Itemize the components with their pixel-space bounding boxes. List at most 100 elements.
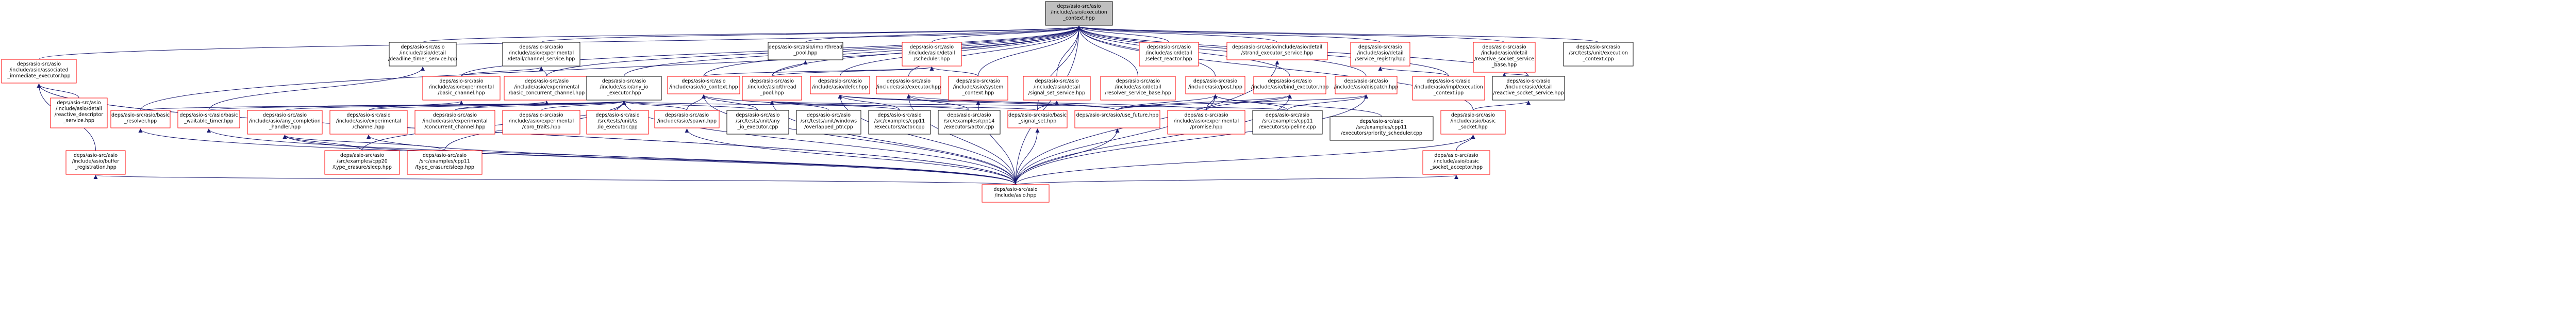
edge-thread-pool-to-scheduler	[772, 67, 934, 77]
node-thread-pool-impl[interactable]: deps/asio-src/asio/impl/thread_pool.hpp	[768, 42, 843, 60]
node-assoc-imm[interactable]: deps/asio-src/asio/include/asio/associat…	[1, 59, 77, 84]
edge-use-future-to-post	[1117, 94, 1218, 111]
edge-asio-hpp-to-post	[1015, 94, 1218, 185]
node-label-line: deps/asio-src/asio	[1434, 153, 1478, 158]
node-box	[110, 110, 171, 128]
node-unit-win-ov[interactable]: deps/asio-src/asio/src/tests/unit/window…	[796, 110, 861, 135]
node-box	[876, 76, 941, 94]
edge-cpp14-actor-to-executor	[906, 94, 970, 111]
node-exp-cchannel[interactable]: deps/asio-src/asio/include/asio/experime…	[414, 110, 495, 135]
node-exp-promise[interactable]: deps/asio-src/asio/include/asio/experime…	[1167, 110, 1245, 135]
node-label-line: deps/asio-src/asio/use_future.hpp	[1076, 112, 1159, 118]
node-io-context[interactable]: deps/asio-src/asio/include/asio/io_conte…	[667, 76, 740, 94]
node-label-line: /coro_traits.hpp	[522, 124, 560, 130]
edge-asio-hpp-to-basic-acceptor	[1015, 175, 1458, 185]
node-box	[247, 110, 323, 135]
node-defer[interactable]: deps/asio-src/asio/include/asio/defer.hp…	[810, 76, 870, 94]
node-bind-exec[interactable]: deps/asio-src/asio/include/asio/bind_exe…	[1251, 76, 1328, 94]
node-reactive-desc[interactable]: deps/asio-src/asio/include/asio/detail/r…	[50, 97, 108, 128]
node-label-line: deps/asio-src/asio/impl/thread	[769, 44, 842, 50]
node-label-line: deps/asio-src/asio	[1506, 78, 1550, 84]
edge-cpp11-pipeline-to-dispatch	[1287, 94, 1368, 111]
node-basic-resolver[interactable]: deps/asio-src/asio/basic_resolver.hpp	[110, 110, 171, 128]
edge-reactive-sock-to-reactive-acc	[1502, 73, 1529, 77]
node-cpp20-sleep[interactable]: deps/asio-src/asio/src/examples/cpp20/ty…	[324, 150, 400, 175]
edge-cpp11-sleep-to-any-completion	[282, 135, 445, 151]
node-label-line: /include/asio/detail	[1115, 85, 1161, 90]
node-label-line: /channel.hpp	[353, 124, 385, 130]
node-box	[65, 150, 126, 175]
node-executor[interactable]: deps/asio-src/asio/include/asio/executor…	[876, 76, 941, 94]
node-cpp11-actor[interactable]: deps/asio-src/asio/src/examples/cpp11/ex…	[868, 110, 931, 135]
node-select-reactor[interactable]: deps/asio-src/asio/include/asio/detail/s…	[1139, 42, 1199, 67]
node-label-line: deps/asio-src/asio	[433, 112, 477, 118]
node-label-line: /include/asio/basic	[1434, 159, 1479, 165]
node-label-line: deps/asio-src/asio	[1358, 44, 1402, 50]
node-exp-ch-serv[interactable]: deps/asio-src/asio/include/asio/experime…	[502, 42, 580, 67]
node-buffer-reg[interactable]: deps/asio-src/asio/include/asio/buffer_r…	[65, 150, 126, 175]
node-basic-signal[interactable]: deps/asio-src/asio/basic_signal_set.hpp	[1007, 110, 1068, 128]
node-box	[1167, 110, 1245, 135]
node-reactive-sock[interactable]: deps/asio-src/asio/include/asio/detail/r…	[1492, 76, 1565, 101]
node-scheduler[interactable]: deps/asio-src/asio/include/asio/detail/s…	[902, 42, 962, 67]
node-label-line: /resolver_service_base.hpp	[1105, 90, 1171, 96]
node-spawn[interactable]: deps/asio-src/asio/include/asio/spawn.hp…	[654, 110, 720, 128]
node-dispatch[interactable]: deps/asio-src/asio/include/asio/dispatch…	[1334, 76, 1399, 94]
node-impl-exec-ctx[interactable]: deps/asio-src/asio/include/asio/impl/exe…	[1412, 76, 1485, 101]
node-box	[1023, 76, 1091, 101]
node-resolver-serv[interactable]: deps/asio-src/asio/include/asio/detail/r…	[1100, 76, 1176, 101]
node-basic-waitable[interactable]: deps/asio-src/asio/basic_waitable_timer.…	[177, 110, 240, 128]
node-deadline[interactable]: deps/asio-src/asio/include/asio/detail/d…	[388, 42, 457, 67]
node-label-line: /src/examples/cpp14	[944, 119, 995, 124]
node-box	[586, 110, 649, 135]
node-asio-hpp[interactable]: deps/asio-src/asio/include/asio.hpp	[982, 184, 1050, 203]
edge-io-context-to-root	[703, 26, 1081, 77]
node-strand-exec[interactable]: deps/asio-src/asio/include/asio/detail/s…	[1226, 42, 1328, 60]
node-label-line: deps/asio-src/asio	[519, 112, 563, 118]
node-label-line: /include/asio/experimental	[429, 85, 494, 90]
edge-any-io-exec-to-root	[624, 26, 1081, 77]
node-post[interactable]: deps/asio-src/asio/include/asio/post.hpp	[1185, 76, 1245, 94]
node-reactive-acc[interactable]: deps/asio-src/asio/include/asio/detail/r…	[1473, 42, 1536, 73]
node-label-line: deps/asio-src/asio	[1344, 78, 1388, 84]
node-unit-exec-ctx[interactable]: deps/asio-src/asio/src/tests/unit/execut…	[1563, 42, 1634, 67]
node-service-reg[interactable]: deps/asio-src/asio/include/asio/detail/s…	[1350, 42, 1410, 67]
node-unit-ts-io[interactable]: deps/asio-src/asio/src/tests/unit/ts/io_…	[586, 110, 649, 135]
node-signal-set-serv[interactable]: deps/asio-src/asio/include/asio/detail/s…	[1023, 76, 1091, 101]
node-label-line: /src/examples/cpp11	[419, 159, 470, 165]
node-system-ctx[interactable]: deps/asio-src/asio/include/asio/system_c…	[948, 76, 1008, 101]
edge-asio-hpp-to-io-context	[702, 94, 1016, 185]
node-priority-sched[interactable]: deps/asio-src/asio/src/examples/cpp11/ex…	[1329, 116, 1434, 141]
node-box	[1253, 76, 1326, 94]
node-exp-basic-cch[interactable]: deps/asio-src/asio/include/asio/experime…	[504, 76, 590, 101]
node-cpp11-sleep[interactable]: deps/asio-src/asio/src/examples/cpp11/ty…	[407, 150, 483, 175]
edge-basic-signal-to-any-io-exec	[622, 101, 1038, 111]
node-thread-pool[interactable]: deps/asio-src/asio/include/asio/thread_p…	[742, 76, 802, 101]
node-unit-any-io[interactable]: deps/asio-src/asio/src/tests/unit/any_io…	[726, 110, 789, 135]
node-label-line: _resolver.hpp	[124, 119, 157, 124]
edge-deadline-to-root	[422, 26, 1081, 43]
edge-exp-coro-to-any-io-exec	[541, 101, 626, 111]
nodes-layer: deps/asio-src/asio/include/asio/executio…	[1, 1, 1634, 203]
node-box	[1563, 42, 1634, 67]
node-label-line: deps/asio-src/asio	[956, 78, 1000, 84]
node-label-line: /executors/actor.cpp	[944, 124, 994, 130]
edge-executor-to-root	[908, 26, 1081, 77]
node-label-line: _pool.hpp	[793, 51, 817, 56]
node-label-line: /src/examples/cpp20	[337, 159, 388, 165]
node-basic-acceptor[interactable]: deps/asio-src/asio/include/asio/basic_so…	[1422, 150, 1490, 175]
node-root[interactable]: deps/asio-src/asio/include/asio/executio…	[1045, 1, 1113, 26]
node-box	[948, 76, 1008, 101]
node-label-line: deps/asio-src/asio	[74, 153, 118, 158]
node-cpp14-actor[interactable]: deps/asio-src/asio/src/examples/cpp14/ex…	[938, 110, 1001, 135]
edge-scheduler-to-root	[932, 26, 1081, 43]
node-basic-socket[interactable]: deps/asio-src/asio/include/asio/basic_so…	[1440, 110, 1506, 135]
node-exp-channel[interactable]: deps/asio-src/asio/include/asio/experime…	[329, 110, 408, 135]
node-use-future[interactable]: deps/asio-src/asio/use_future.hpp	[1074, 110, 1160, 128]
node-label-line: _context.hpp	[962, 90, 994, 96]
node-exp-coro[interactable]: deps/asio-src/asio/include/asio/experime…	[502, 110, 580, 135]
node-cpp11-pipeline[interactable]: deps/asio-src/asio/src/examples/cpp11/ex…	[1252, 110, 1323, 135]
node-any-io-exec[interactable]: deps/asio-src/asio/include/asio/any_io_e…	[586, 76, 662, 101]
node-any-completion[interactable]: deps/asio-src/asio/include/asio/any_comp…	[247, 110, 323, 135]
node-exp-basic-ch[interactable]: deps/asio-src/asio/include/asio/experime…	[422, 76, 501, 101]
